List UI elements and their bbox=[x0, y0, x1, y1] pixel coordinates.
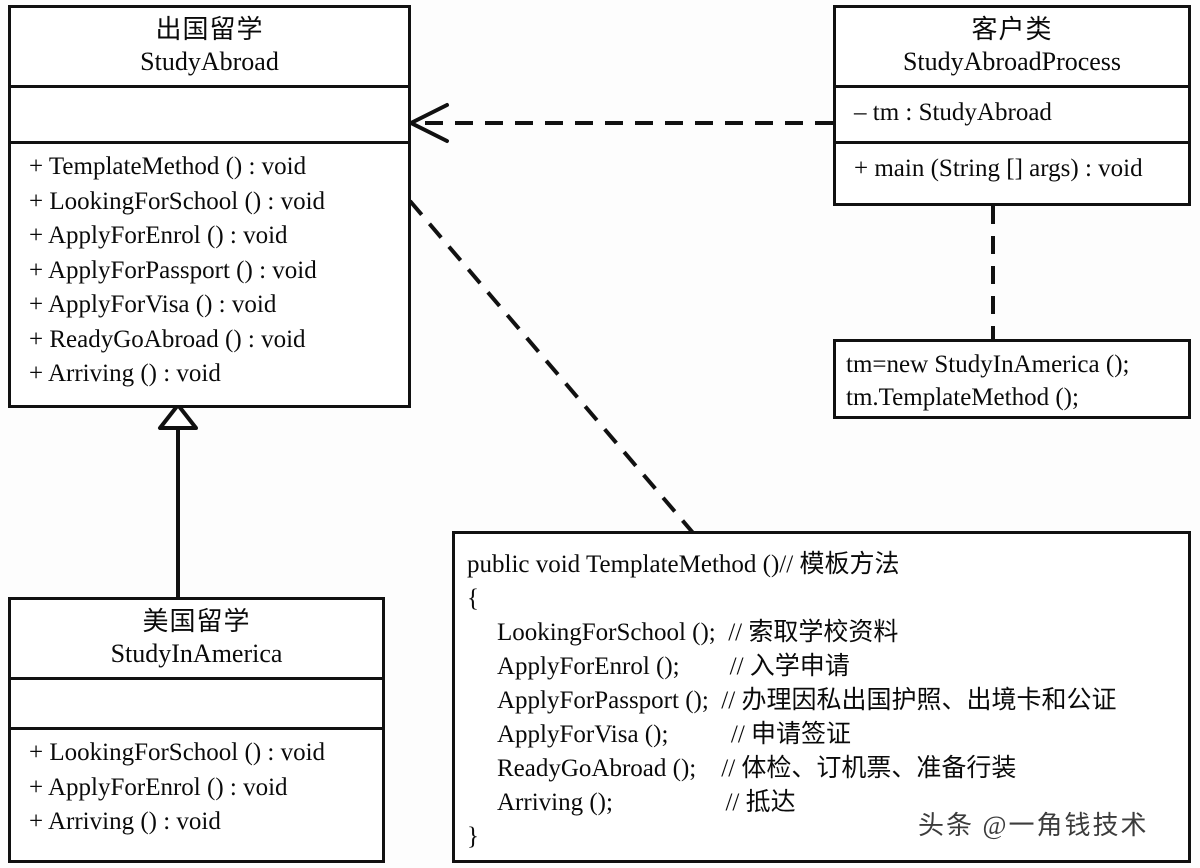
class-methods-client: + main (String [] args) : void bbox=[836, 140, 1188, 197]
code-line: LookingForSchool (); // 索取学校资料 bbox=[497, 619, 899, 646]
note-body: tm=new StudyInAmerica (); tm.TemplateMet… bbox=[836, 342, 1188, 415]
method-row: + ApplyForEnrol () : void bbox=[29, 773, 288, 801]
method-row: + ApplyForEnrol () : void bbox=[29, 222, 288, 250]
class-en-name: StudyAbroad bbox=[140, 46, 279, 76]
class-attributes-study-abroad bbox=[11, 85, 408, 141]
generalization-connector bbox=[158, 403, 198, 597]
attribute-row: – tm : StudyAbroad bbox=[854, 99, 1052, 127]
code-line: public void TemplateMethod ()// 模板方法 bbox=[467, 551, 900, 578]
note-body: public void TemplateMethod ()// 模板方法 { L… bbox=[455, 534, 1188, 854]
method-row: + LookingForSchool () : void bbox=[29, 739, 326, 767]
class-attributes-study-in-america bbox=[11, 677, 382, 727]
class-box-client[interactable]: 客户类 StudyAbroadProcess – tm : StudyAbroa… bbox=[833, 5, 1191, 206]
code-line: { bbox=[467, 585, 479, 612]
class-en-name: StudyInAmerica bbox=[110, 638, 283, 668]
note-template-method-code[interactable]: public void TemplateMethod ()// 模板方法 { L… bbox=[452, 531, 1191, 863]
class-attributes-client: – tm : StudyAbroad bbox=[836, 85, 1188, 141]
class-header-study-in-america: 美国留学 StudyInAmerica bbox=[11, 600, 382, 677]
method-row: + ReadyGoAbroad () : void bbox=[29, 325, 306, 353]
class-cn-name: 美国留学 bbox=[142, 607, 251, 636]
note-line: tm.TemplateMethod (); bbox=[846, 384, 1079, 412]
method-row: + LookingForSchool () : void bbox=[29, 187, 326, 215]
method-row: + TemplateMethod () : void bbox=[29, 153, 307, 181]
watermark-text: 头条 @一角钱技术 bbox=[918, 811, 1149, 840]
method-row: + Arriving () : void bbox=[29, 360, 221, 388]
code-line: ApplyForVisa (); // 申请签证 bbox=[497, 721, 852, 748]
code-line: ReadyGoAbroad (); // 体检、订机票、准备行装 bbox=[497, 755, 1017, 782]
class-box-study-in-america[interactable]: 美国留学 StudyInAmerica + LookingForSchool (… bbox=[8, 597, 385, 863]
code-line: ApplyForPassport (); // 办理因私出国护照、出境卡和公证 bbox=[497, 687, 1117, 714]
method-row: + Arriving () : void bbox=[29, 808, 221, 836]
note-line: tm=new StudyInAmerica (); bbox=[846, 351, 1130, 378]
class-methods-study-in-america: + LookingForSchool () : void + ApplyForE… bbox=[11, 727, 382, 850]
code-line: } bbox=[467, 823, 479, 850]
method-row: + main (String [] args) : void bbox=[854, 154, 1143, 182]
note-client-instantiation[interactable]: tm=new StudyInAmerica (); tm.TemplateMet… bbox=[833, 339, 1191, 419]
method-row: + ApplyForPassport () : void bbox=[29, 256, 317, 284]
dependency-connector bbox=[409, 103, 833, 143]
class-en-name: StudyAbroadProcess bbox=[902, 46, 1122, 76]
code-note-anchor bbox=[408, 199, 696, 536]
class-header-client: 客户类 StudyAbroadProcess bbox=[836, 8, 1188, 85]
class-cn-name: 客户类 bbox=[971, 15, 1053, 44]
class-methods-study-abroad: + TemplateMethod () : void + LookingForS… bbox=[11, 141, 408, 402]
code-line: Arriving (); // 抵达 bbox=[497, 789, 796, 816]
class-cn-name: 出国留学 bbox=[155, 15, 264, 44]
method-row: + ApplyForVisa () : void bbox=[29, 291, 277, 319]
code-line: ApplyForEnrol (); // 入学申请 bbox=[497, 653, 850, 680]
class-box-study-abroad[interactable]: 出国留学 StudyAbroad + TemplateMethod () : v… bbox=[8, 5, 411, 408]
class-header-study-abroad: 出国留学 StudyAbroad bbox=[11, 8, 408, 85]
